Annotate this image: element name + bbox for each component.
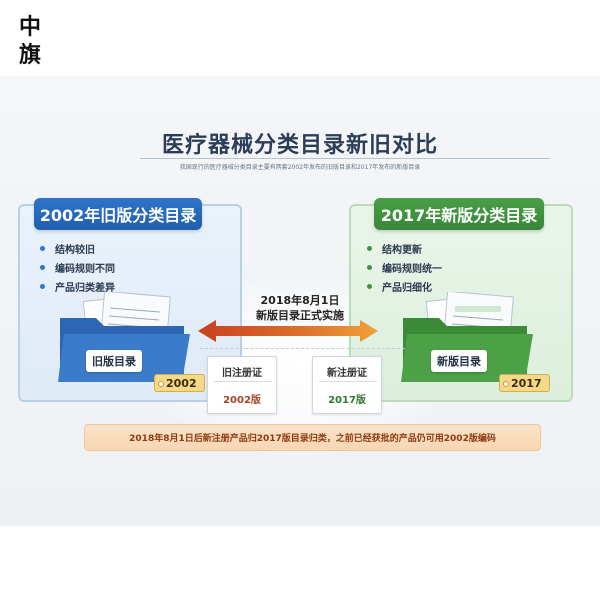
new-folder-label: 新版目录 — [431, 350, 487, 372]
divider — [200, 348, 405, 349]
bullet-icon — [367, 246, 372, 251]
brand-logo: 中 旗 — [10, 8, 50, 74]
new-certificate-title: 新注册证 — [327, 368, 367, 379]
page-subtitle: 我国现行的医疗器械分类目录主要有两套2002年发布的旧版目录和2017年发布的新… — [179, 164, 421, 171]
new-certificate-card: 新注册证 2017版 — [312, 356, 382, 414]
new-certificate-version: 2017版 — [328, 395, 366, 406]
page-title: 医疗器械分类目录新旧对比 — [161, 133, 438, 158]
title-divider — [140, 158, 550, 159]
old-year-tag: 2002 — [154, 374, 205, 392]
bullet-icon — [367, 284, 372, 289]
bullet-icon — [40, 265, 45, 270]
list-item: 产品归细化 — [367, 277, 442, 296]
old-catalog-header: 2002年旧版分类目录 — [34, 198, 202, 230]
old-catalog-panel: 2002年旧版分类目录 结构较旧 编码规则不同 产品归类差异 旧版目录 2002 — [18, 198, 242, 402]
new-catalog-header: 2017年新版分类目录 — [374, 198, 544, 230]
old-certificate-version: 2002版 — [223, 395, 261, 406]
list-item: 结构更新 — [367, 239, 442, 258]
bullet-icon — [367, 265, 372, 270]
effective-date: 2018年8月1日 — [260, 294, 340, 307]
divider — [214, 381, 272, 382]
infographic: 医疗器械分类目录新旧对比 我国现行的医疗器械分类目录主要有两套2002年发布的旧… — [0, 76, 600, 526]
double-arrow-icon — [198, 320, 378, 346]
new-year-tag: 2017 — [499, 374, 550, 392]
list-item: 产品归类差异 — [40, 277, 115, 296]
old-catalog-features: 结构较旧 编码规则不同 产品归类差异 — [40, 239, 115, 296]
brand-char-2: 旗 — [18, 42, 41, 68]
old-certificate-card: 旧注册证 2002版 — [207, 356, 277, 414]
transition-note: 2018年8月1日后新注册产品归2017版目录归类，之前已经获批的产品仍可用20… — [84, 424, 541, 451]
new-catalog-features: 结构更新 编码规则统一 产品归细化 — [367, 239, 442, 296]
list-item: 编码规则统一 — [367, 258, 442, 277]
old-folder-icon — [56, 292, 196, 387]
brand-char-1: 中 — [18, 14, 41, 40]
effective-caption: 新版目录正式实施 — [256, 309, 344, 322]
new-folder-icon — [399, 292, 539, 387]
divider — [319, 381, 377, 382]
bullet-icon — [40, 246, 45, 251]
new-catalog-panel: 2017年新版分类目录 结构更新 编码规则统一 产品归细化 新版目录 2017 — [349, 198, 573, 402]
old-folder-label: 旧版目录 — [86, 350, 142, 372]
old-certificate-title: 旧注册证 — [222, 368, 262, 379]
bullet-icon — [40, 284, 45, 289]
list-item: 结构较旧 — [40, 239, 115, 258]
list-item: 编码规则不同 — [40, 258, 115, 277]
